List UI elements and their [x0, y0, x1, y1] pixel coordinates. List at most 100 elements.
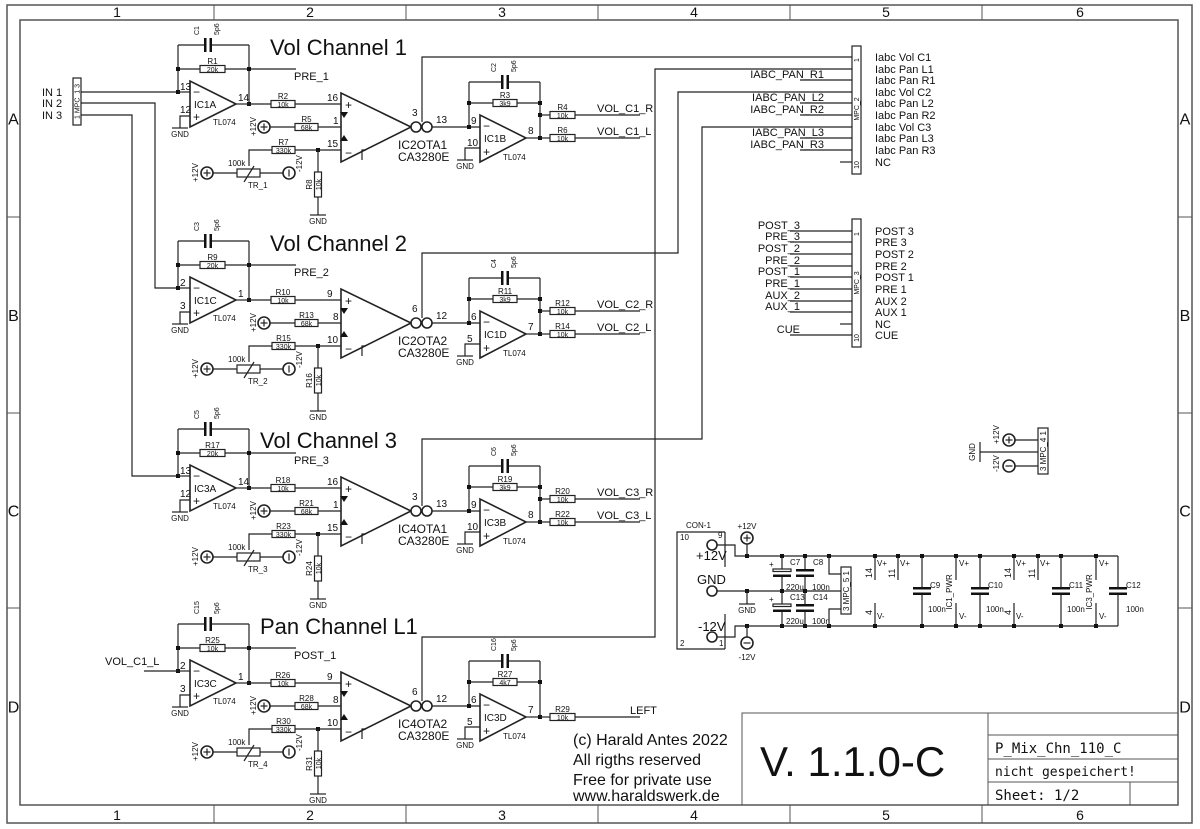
pin-number: 3 — [180, 301, 186, 312]
plus-sign: + — [193, 306, 200, 320]
junction-dot — [176, 451, 180, 455]
trimmer-wiper-icon — [243, 744, 255, 762]
capacitor-plate — [1052, 592, 1070, 595]
opamp-type: TL074 — [213, 118, 236, 127]
supply-label: +12V — [249, 116, 258, 136]
pin-number: 14 — [864, 568, 874, 578]
junction-dot — [803, 624, 807, 628]
capacitor-value: 100n — [986, 605, 1004, 614]
pin-number: 13 — [436, 115, 448, 126]
rail-positive — [717, 544, 1118, 557]
pin-number: 13 — [436, 499, 448, 510]
input-label-1: IN 1 — [42, 87, 62, 99]
plus-sign: + — [193, 689, 200, 703]
resistor-value: 10k — [557, 715, 569, 722]
junction-dot — [803, 589, 807, 593]
junction-dot — [954, 624, 958, 628]
minus-sign: − — [193, 469, 200, 483]
opamp-type: TL074 — [213, 314, 236, 323]
ota-output-circle — [421, 317, 433, 329]
pin-number: 2 — [180, 661, 186, 672]
resistor-value: 330k — [276, 727, 292, 734]
resistor-value: 10k — [557, 113, 569, 120]
pin-number: 10 — [467, 522, 479, 533]
capacitor-name: C13 — [790, 593, 805, 602]
capacitor-value: 100n — [1067, 605, 1085, 614]
row-label-right: B — [1180, 308, 1191, 325]
minus-sign: − — [193, 664, 200, 678]
capacitor-name: C14 — [813, 593, 828, 602]
vplus-label: V+ — [900, 559, 910, 568]
terminal-label: +12V — [696, 548, 727, 563]
wire — [828, 608, 841, 626]
net-label: PRE_1 — [765, 278, 800, 290]
resistor-value: 68k — [301, 704, 313, 711]
output-opamp — [479, 497, 528, 548]
capacitor-name: C16 — [491, 638, 498, 651]
connector-pin-label: Iabc Pan R3 — [875, 145, 936, 157]
trimmer-value: 100k — [228, 355, 246, 364]
net-label: IABC_PAN_R2 — [750, 104, 824, 116]
output-opamp — [479, 113, 528, 164]
channel-title: Pan Channel L1 — [260, 614, 418, 639]
column-label-bottom: 1 — [113, 807, 121, 823]
connector-pin-label: AUX 2 — [875, 296, 907, 308]
net-label: IABC_PAN_L2 — [752, 92, 824, 104]
resistor-value: 10k — [557, 497, 569, 504]
capacitor-plate — [209, 422, 212, 436]
power-connector-box — [676, 531, 725, 650]
resistor-name: R1 — [207, 57, 218, 66]
input-net-label: VOL_C1_L — [105, 656, 159, 668]
pin-number: 12 — [180, 105, 192, 116]
pin-number: 3 — [180, 684, 186, 695]
resistor-value: 10k — [277, 298, 289, 305]
ground-label: GND — [309, 796, 327, 805]
junction-dot — [920, 554, 924, 558]
supply-label: +12V — [191, 358, 200, 378]
junction-dot — [920, 624, 924, 628]
diode-icon — [340, 496, 348, 502]
resistor-value: 68k — [301, 125, 313, 132]
capacitor-plate — [796, 569, 814, 572]
resistor-name: R25 — [205, 636, 220, 645]
pin-number: 10 — [467, 138, 479, 149]
resistor-name: R5 — [301, 115, 312, 124]
minus-sign: − — [193, 281, 200, 295]
junction-dot — [467, 101, 471, 105]
capacitor-value: 100n — [812, 583, 830, 592]
wire — [248, 149, 272, 166]
capacitor-plate — [501, 654, 504, 668]
net-label: IABC_PAN_R3 — [750, 139, 824, 151]
vminus-label: V- — [1016, 612, 1024, 621]
pin-number: 13 — [180, 466, 192, 477]
output-net-label: VOL_C3_L — [597, 510, 651, 522]
capacitor-plate — [773, 574, 791, 577]
ota-pin-stub — [361, 149, 366, 160]
opamp-name: IC1A — [194, 100, 217, 111]
junction-dot — [467, 321, 471, 325]
junction-dot — [1012, 554, 1016, 558]
supply-label: +12V — [249, 695, 258, 715]
pin-number: 10 — [327, 335, 339, 346]
capacitor-value: 220u — [786, 617, 804, 626]
ground-label: GND — [171, 130, 189, 139]
resistor-name: R8 — [305, 179, 314, 190]
net-label: POST_2 — [758, 243, 800, 255]
trimmer-name: TR_1 — [248, 181, 268, 190]
net-label: PRE_3 — [765, 231, 800, 243]
pin-number: 8 — [528, 510, 534, 521]
capacitor-plate — [913, 592, 931, 595]
resistor-name: R13 — [299, 311, 314, 320]
junction-dot — [176, 263, 180, 267]
capacitor-name: C4 — [491, 259, 498, 268]
wire — [464, 726, 480, 739]
pin-number: 4 — [864, 610, 874, 615]
connector-pin-label: Iabc Pan L3 — [875, 133, 934, 145]
column-label-top: 2 — [306, 4, 314, 20]
column-label-bottom: 2 — [306, 807, 314, 823]
capacitor-plate — [204, 38, 207, 52]
resistor-value: 20k — [207, 67, 219, 74]
capacitor-plate — [971, 592, 989, 595]
capacitor-plate — [796, 604, 814, 607]
wire — [464, 531, 480, 544]
